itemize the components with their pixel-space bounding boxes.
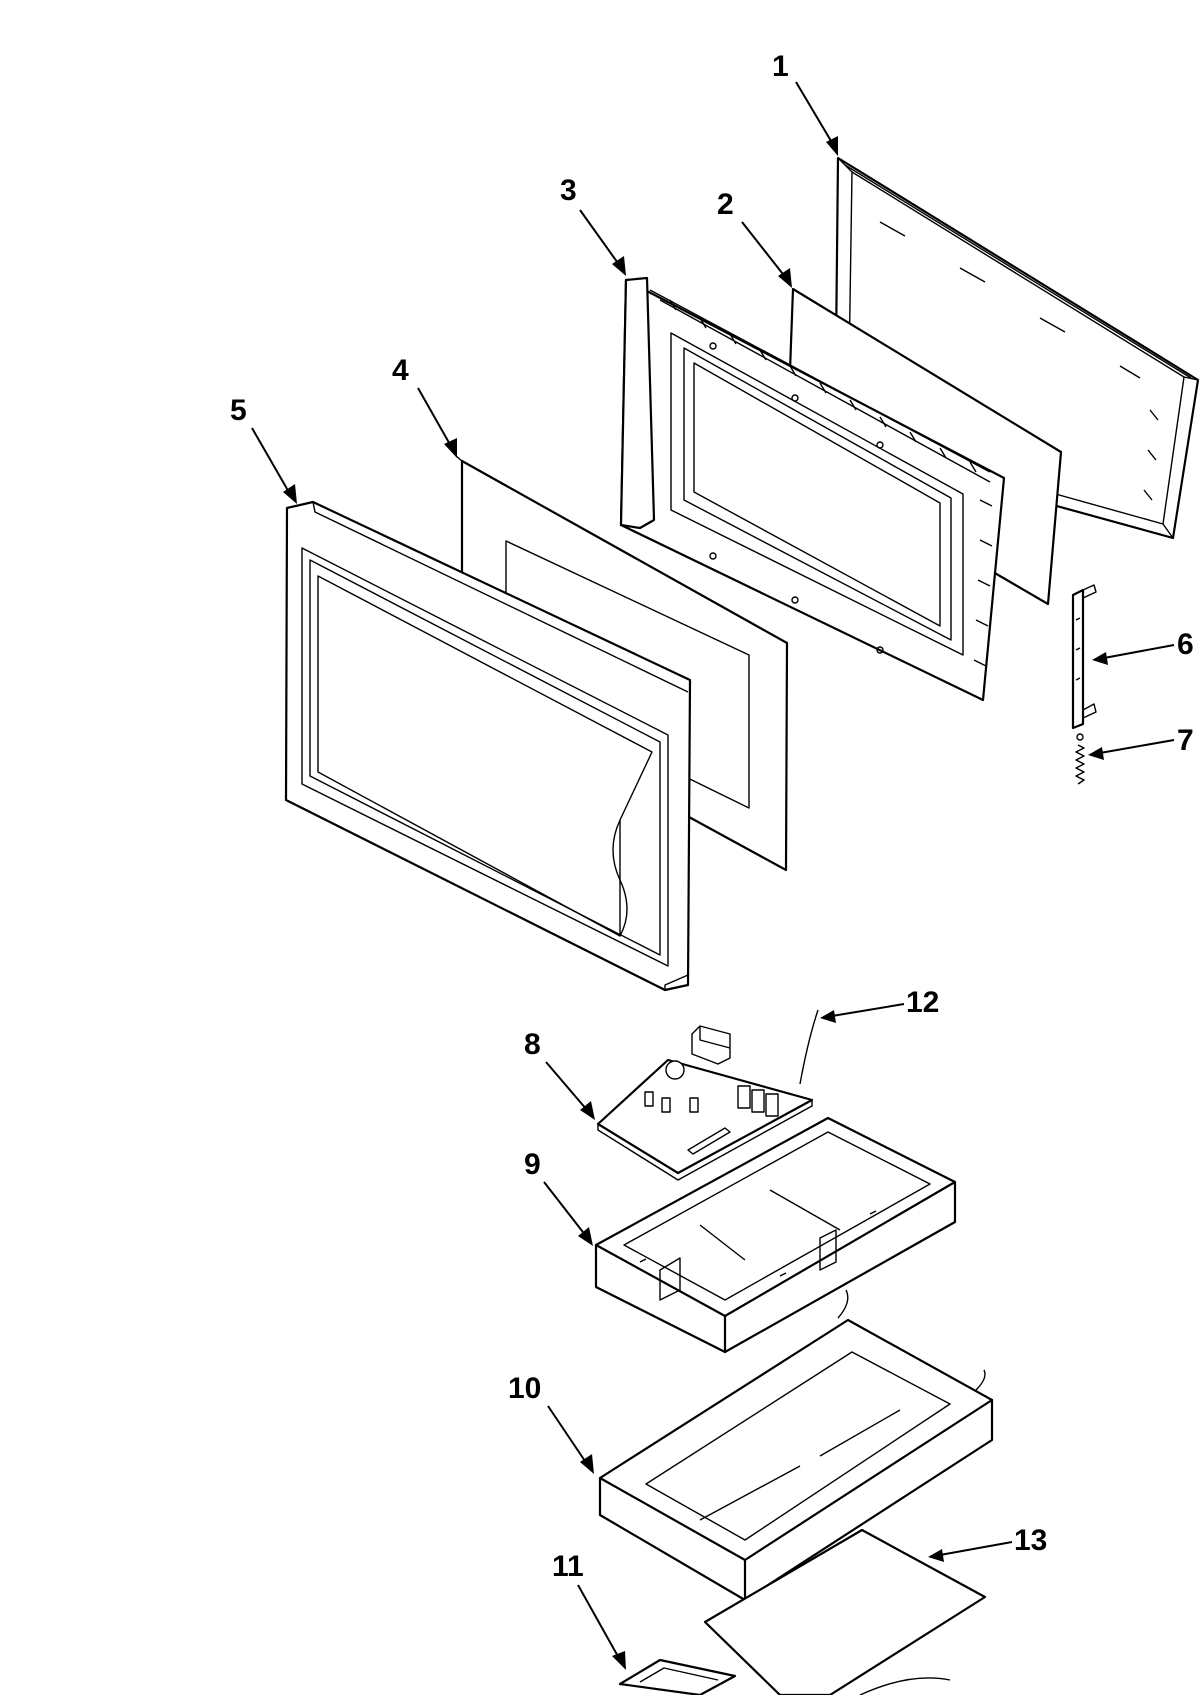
arrow-9 (578, 1227, 593, 1246)
arrow-6 (1092, 652, 1108, 665)
arrow-4 (444, 438, 457, 458)
arrow-12 (820, 1010, 836, 1023)
label-part-9: 9 (524, 1148, 541, 1181)
leader-1 (795, 81, 835, 147)
arrow-10 (580, 1454, 594, 1474)
leader-10 (547, 1405, 588, 1465)
leader-7 (1099, 739, 1175, 754)
leader-6 (1103, 644, 1175, 659)
leader-4 (417, 387, 453, 449)
part-7-spring (1075, 733, 1085, 785)
arrow-2 (778, 268, 792, 288)
part-8-control-board (596, 1009, 819, 1181)
leader-11 (577, 1584, 621, 1661)
label-part-5: 5 (230, 394, 247, 427)
part-13-sheet (703, 1528, 987, 1695)
label-part-10: 10 (508, 1372, 541, 1405)
label-part-8: 8 (524, 1028, 541, 1061)
part-11-pad (618, 1658, 737, 1695)
arrow-13 (928, 1549, 944, 1562)
leader-5 (251, 427, 291, 495)
arrow-3 (612, 256, 626, 276)
leader-9 (543, 1181, 587, 1237)
leader-2 (741, 221, 787, 279)
part-5-outer-door-panel (284, 500, 692, 992)
leader-lines (251, 81, 1175, 1670)
label-part-1: 1 (772, 50, 789, 83)
leader-3 (579, 209, 621, 267)
label-part-2: 2 (717, 188, 734, 221)
arrow-8 (580, 1101, 595, 1120)
leader-13 (939, 1541, 1013, 1556)
leader-12 (831, 1003, 905, 1017)
arrow-5 (283, 484, 297, 504)
leader-8 (545, 1061, 588, 1111)
part-6-latch (1071, 584, 1097, 730)
label-part-4: 4 (392, 354, 409, 387)
label-part-3: 3 (560, 174, 577, 207)
label-part-13: 13 (1014, 1524, 1047, 1557)
arrow-11 (612, 1651, 626, 1670)
label-part-12: 12 (906, 986, 939, 1019)
part-10-bottom-frame (598, 1289, 994, 1602)
label-part-7: 7 (1177, 724, 1194, 757)
part-9-board-tray (594, 1116, 957, 1354)
label-part-6: 6 (1177, 628, 1194, 661)
arrow-7 (1088, 747, 1104, 760)
label-part-11: 11 (552, 1550, 584, 1583)
arrow-1 (826, 136, 838, 156)
part-3-door-frame (619, 276, 1006, 702)
part-labels: 1 2 3 4 5 6 7 8 9 10 11 12 13 (230, 50, 1194, 1583)
